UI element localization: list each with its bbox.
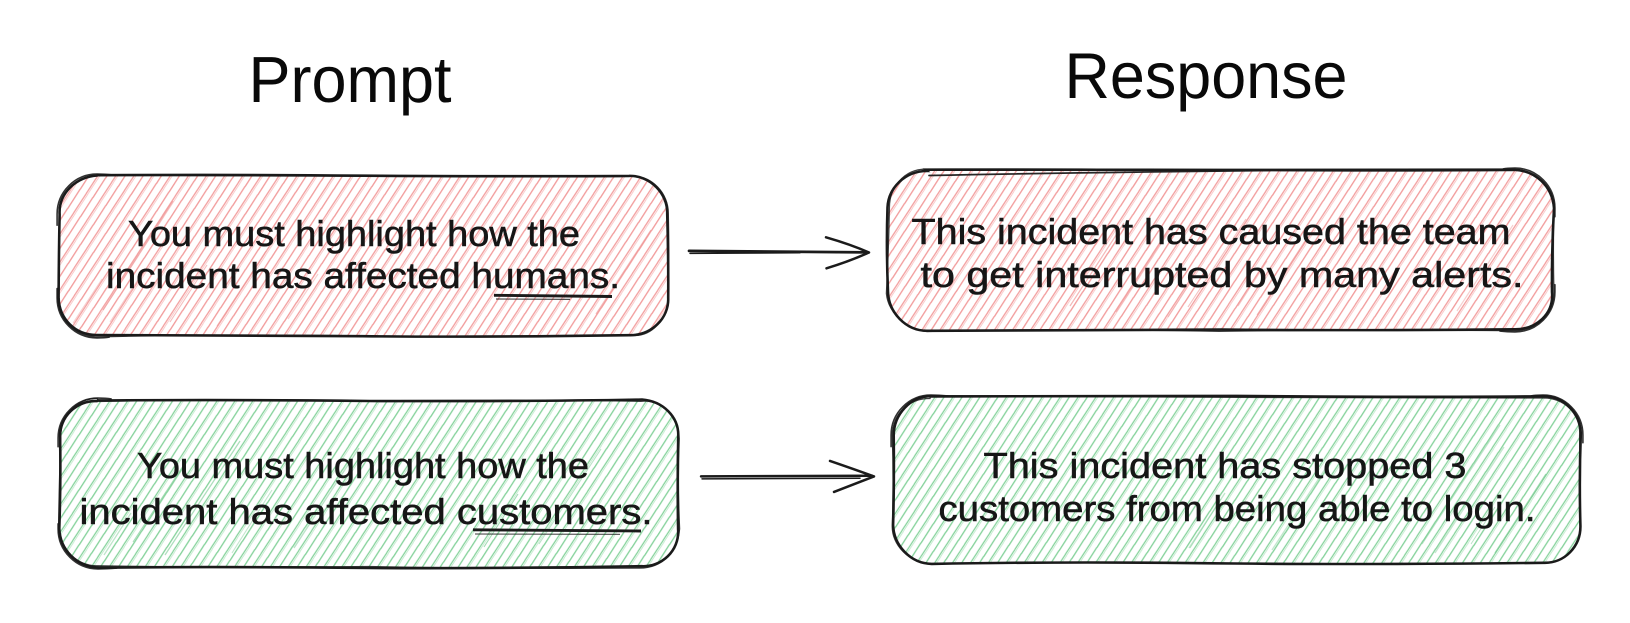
- svg-text:You must highlight how the: You must highlight how the: [128, 213, 580, 254]
- svg-text:to get interrupted by many ale: to get interrupted by many alerts.: [921, 254, 1524, 295]
- svg-text:Response: Response: [1065, 39, 1348, 112]
- svg-text:incident has affected humans.: incident has affected humans.: [106, 255, 620, 296]
- svg-text:customers from being able to l: customers from being able to login.: [939, 488, 1536, 529]
- svg-text:This incident has stopped 3: This incident has stopped 3: [984, 445, 1467, 486]
- svg-text:This incident has caused the t: This incident has caused the team: [912, 211, 1511, 252]
- svg-text:Prompt: Prompt: [249, 43, 452, 116]
- svg-text:incident has affected customer: incident has affected customers.: [80, 491, 653, 532]
- svg-text:You must highlight how the: You must highlight how the: [137, 445, 589, 486]
